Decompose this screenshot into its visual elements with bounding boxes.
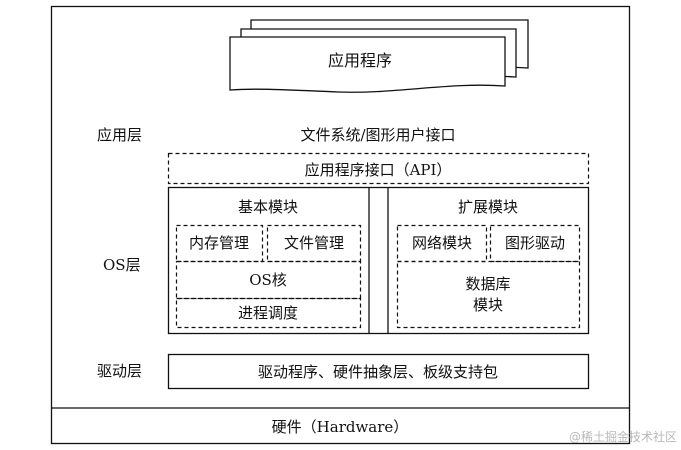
outer-frame — [50, 5, 631, 445]
os-kernel-label: OS核 — [249, 271, 287, 289]
driver-box — [167, 353, 590, 390]
graphics-driver-label: 图形驱动 — [505, 234, 565, 252]
application-doc-stack — [229, 19, 529, 93]
file-mgmt-label: 文件管理 — [284, 234, 344, 252]
driver-box-label: 驱动程序、硬件抽象层、板级支持包 — [258, 363, 498, 381]
api-label: 应用程序接口（API） — [305, 161, 452, 179]
fs-gui-label: 文件系统/图形用户接口 — [300, 126, 455, 144]
application-label: 应用程序 — [328, 51, 392, 70]
app-layer-label: 应用层 — [97, 126, 142, 144]
network-module-label: 网络模块 — [412, 234, 472, 252]
ext-module-title: 扩展模块 — [458, 198, 518, 216]
process-sched-label: 进程调度 — [238, 304, 298, 322]
database-module-box — [396, 260, 581, 329]
basic-module-title: 基本模块 — [238, 198, 298, 216]
os-module-box — [167, 186, 590, 335]
process-sched-box — [175, 297, 362, 329]
graphics-driver-box — [489, 224, 581, 263]
database-module-label-1: 数据库 — [465, 275, 510, 293]
hardware-label: 硬件（Hardware） — [272, 418, 409, 436]
watermark-text: @稀土掘金技术社区 — [569, 429, 677, 444]
database-module-label-2: 模块 — [473, 296, 503, 314]
memory-mgmt-label: 内存管理 — [189, 234, 249, 252]
os-kernel-box — [175, 260, 362, 300]
file-mgmt-box — [266, 224, 362, 263]
os-layer-label: OS层 — [103, 256, 141, 274]
api-box — [167, 152, 590, 185]
driver-layer-label: 驱动层 — [97, 362, 142, 380]
